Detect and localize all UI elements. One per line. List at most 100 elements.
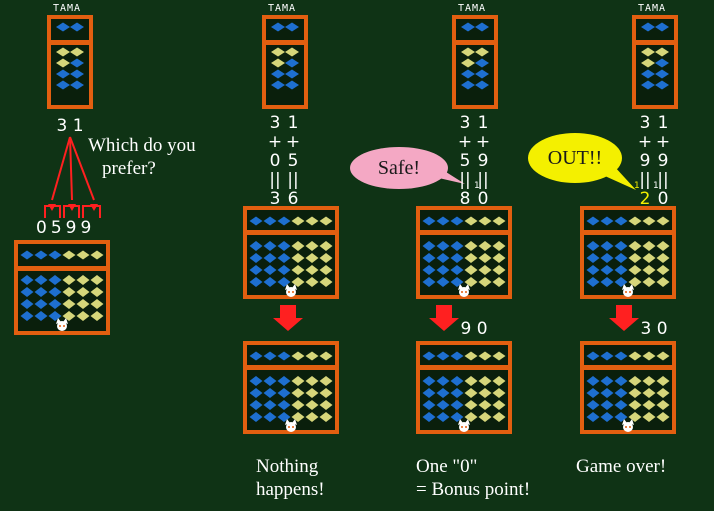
abacus-bead (464, 216, 478, 226)
abacus-bead (76, 311, 90, 321)
abacus-bead (600, 351, 614, 361)
abacus-bead (291, 265, 305, 275)
abacus-bead (586, 400, 600, 410)
abacus-bead (249, 388, 263, 398)
abacus-bead (422, 412, 436, 422)
abacus-bead (628, 253, 642, 263)
safe-speech-bubble: Safe! (350, 147, 448, 189)
abacus-bead (263, 241, 277, 251)
choice-1[interactable]: 5 (50, 218, 66, 238)
abacus-bead (450, 253, 464, 263)
abacus-bead (628, 241, 642, 251)
carry-mark-left: 1 (634, 181, 640, 191)
abacus-bead (600, 412, 614, 422)
abacus-bead (90, 250, 104, 260)
choice-0[interactable]: 0 (36, 218, 51, 238)
abacus-bead (436, 216, 450, 226)
abacus-bead (641, 69, 655, 79)
abacus-bead (614, 277, 628, 287)
abacus-bead (319, 241, 333, 251)
abacus-bead (34, 287, 48, 297)
abacus-bead (475, 80, 489, 90)
abacus-bead (319, 412, 333, 422)
abacus-bead (291, 351, 305, 361)
abacus-bead (291, 400, 305, 410)
abacus-bead (450, 400, 464, 410)
abacus-bead (263, 400, 277, 410)
abacus-bead (90, 275, 104, 285)
question-text: Which do you prefer? (88, 134, 218, 180)
abacus-bead (436, 400, 450, 410)
abacus-bead (641, 22, 655, 32)
abacus-bead (600, 388, 614, 398)
tama-abacus (47, 15, 93, 109)
abacus-bead (263, 412, 277, 422)
abacus-bead (628, 412, 642, 422)
abacus-bead (628, 351, 642, 361)
abacus-bead (305, 265, 319, 275)
abacus-bead (478, 376, 492, 386)
abacus-bead (600, 241, 614, 251)
abacus-bead (20, 275, 34, 285)
abacus-bead (249, 351, 263, 361)
abacus-bead (461, 80, 475, 90)
abacus-bead (56, 58, 70, 68)
abacus-bead (461, 58, 475, 68)
abacus-bead (586, 265, 600, 275)
abacus-bead (450, 265, 464, 275)
abacus-bead (319, 265, 333, 275)
abacus-bead (34, 311, 48, 321)
abacus-bead (422, 376, 436, 386)
abacus-bead (450, 351, 464, 361)
abacus-bead (305, 412, 319, 422)
abacus-bead (628, 376, 642, 386)
abacus-bead (464, 241, 478, 251)
abacus-bead (56, 22, 70, 32)
abacus-bead (271, 80, 285, 90)
abacus-bead (600, 265, 614, 275)
abacus-bead (600, 376, 614, 386)
caption: Nothing happens! (256, 456, 325, 500)
cat-face-icon (285, 419, 297, 432)
question-line-2: prefer? (102, 158, 156, 179)
abacus-bead (614, 400, 628, 410)
cat-face-icon (458, 419, 470, 432)
abacus-bead (422, 253, 436, 263)
tama-abacus (452, 15, 498, 109)
result-number: 9 0 (460, 319, 488, 339)
abacus-bead (586, 277, 600, 287)
abacus-bead (56, 80, 70, 90)
cat-face-icon (56, 318, 68, 331)
abacus-bead (464, 351, 478, 361)
abacus-bead (450, 241, 464, 251)
choice-3[interactable]: 9 (80, 218, 96, 238)
abacus-bead (70, 69, 84, 79)
abacus-bead (655, 22, 669, 32)
abacus-bead (319, 277, 333, 287)
red-down-arrow-icon (429, 305, 459, 331)
abacus-bead (319, 376, 333, 386)
abacus-bead (475, 58, 489, 68)
abacus-bead (628, 277, 642, 287)
abacus-bead (461, 69, 475, 79)
abacus-bead (249, 376, 263, 386)
abacus-bead (436, 277, 450, 287)
abacus-bead (642, 253, 656, 263)
abacus-bead (492, 388, 506, 398)
abacus-bead (291, 241, 305, 251)
tama-abacus (262, 15, 308, 109)
abacus-bead (436, 241, 450, 251)
abacus-bead (478, 351, 492, 361)
abacus-bead (422, 265, 436, 275)
abacus-bead (614, 265, 628, 275)
abacus-bead (492, 400, 506, 410)
abacus-bead (614, 351, 628, 361)
cat-face-icon (622, 284, 634, 297)
abacus-bead (600, 277, 614, 287)
abacus-bead (305, 351, 319, 361)
tama-label: TAMA (268, 3, 297, 14)
choice-2[interactable]: 9 (65, 218, 81, 238)
tama-label: TAMA (458, 3, 487, 14)
